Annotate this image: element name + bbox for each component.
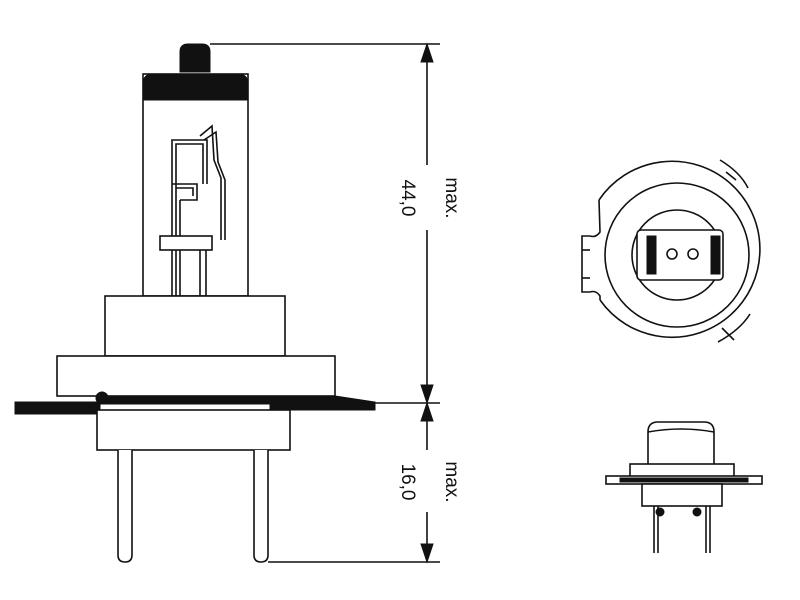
pin-dimension-value: 16,0	[397, 464, 418, 501]
base-upper	[104, 295, 286, 357]
height-dimension-label: max.	[441, 177, 462, 218]
bulb-glass	[142, 73, 249, 297]
bulb-top-coating	[142, 73, 249, 101]
base-lower	[96, 409, 291, 451]
pin-left	[117, 450, 133, 563]
height-dimension-value: 44,0	[397, 180, 418, 217]
pin-right	[253, 450, 269, 563]
filament	[159, 124, 226, 296]
bulb-small-side-view	[605, 421, 763, 553]
pin-dimension-label: max.	[441, 461, 462, 502]
base-collar	[56, 355, 336, 397]
dimension-height: 44,0 max.	[210, 42, 462, 405]
bulb-tip-cap	[179, 43, 211, 73]
bulb-side-view	[14, 43, 376, 563]
dimension-pin: 16,0 max.	[268, 401, 462, 564]
bulb-top-view	[581, 159, 761, 343]
